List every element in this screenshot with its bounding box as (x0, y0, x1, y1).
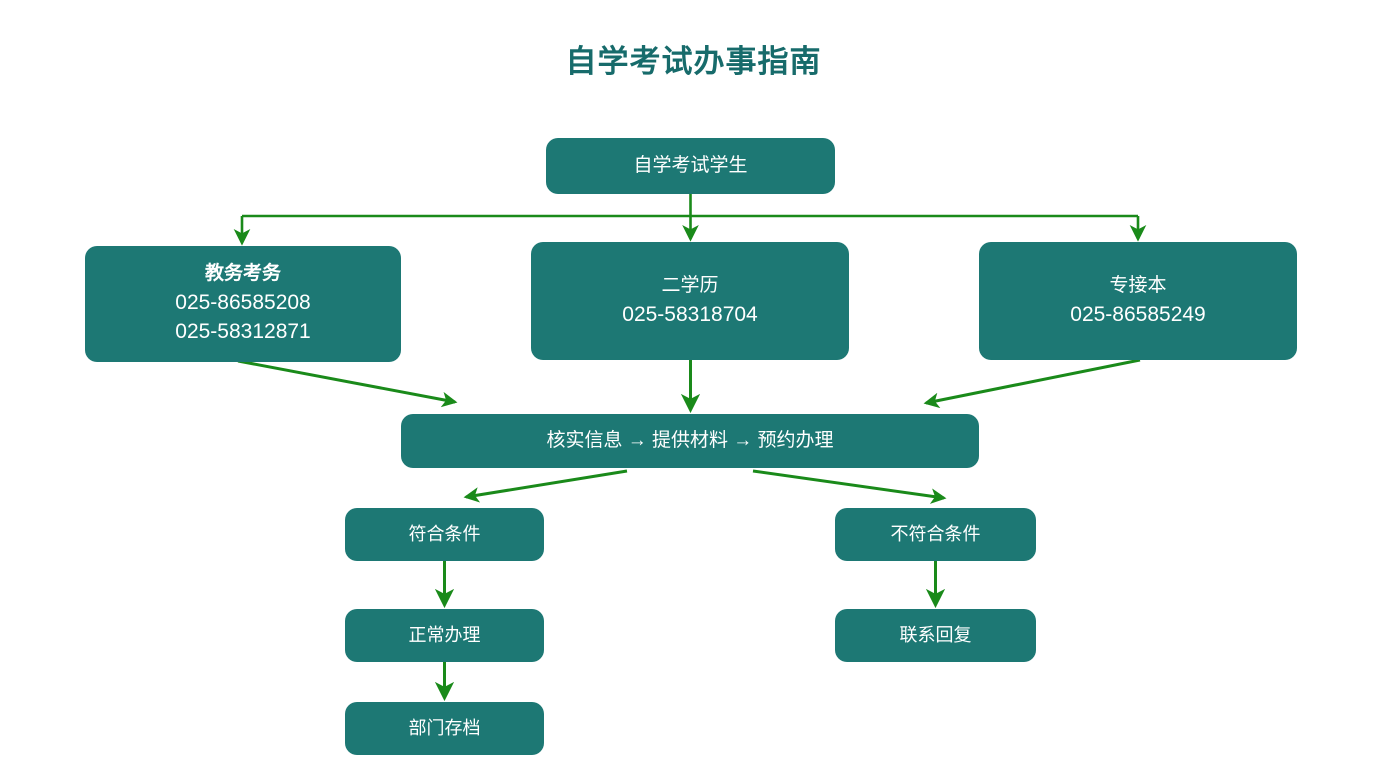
node-self-study-student[interactable]: 自学考试学生 (546, 138, 835, 194)
node-label: 符合条件 (408, 523, 481, 544)
node-academic-affairs[interactable]: 教务考务 025-86585208 025-58312871 (85, 246, 401, 362)
node-label: 教务考务 (204, 262, 281, 284)
node-label: 二学历 (661, 274, 719, 296)
edge-zjb-to-process (923, 358, 1141, 409)
node-contact-reply[interactable]: 联系回复 (835, 609, 1036, 662)
node-meets-conditions[interactable]: 符合条件 (345, 508, 544, 561)
node-label: 联系回复 (899, 624, 972, 645)
node-label: 核实信息 → 提供材料 → 预约办理 (546, 429, 834, 451)
node-label: 正常办理 (408, 624, 481, 645)
node-label: 部门存档 (408, 717, 481, 738)
node-normal-processing[interactable]: 正常办理 (345, 609, 544, 662)
node-does-not-meet-conditions[interactable]: 不符合条件 (835, 508, 1036, 561)
edge-process-to-unqualified (752, 469, 947, 504)
node-label: 自学考试学生 (633, 154, 748, 176)
page-title: 自学考试办事指南 (565, 44, 822, 79)
edge-jwkw-to-process (237, 359, 458, 408)
node-department-archive[interactable]: 部门存档 (345, 702, 544, 755)
node-phone-1: 025-86585208 (175, 290, 311, 314)
node-college-to-undergraduate[interactable]: 专接本 025-86585249 (979, 242, 1297, 360)
node-label: 专接本 (1109, 274, 1167, 296)
node-process-steps[interactable]: 核实信息 → 提供材料 → 预约办理 (401, 414, 979, 468)
node-phone-1: 025-86585249 (1070, 302, 1206, 326)
node-phone-1: 025-58318704 (622, 302, 758, 326)
node-second-degree[interactable]: 二学历 025-58318704 (531, 242, 849, 360)
edge-process-to-qualified (463, 469, 628, 503)
node-label: 不符合条件 (890, 523, 981, 544)
node-phone-2: 025-58312871 (175, 320, 311, 344)
